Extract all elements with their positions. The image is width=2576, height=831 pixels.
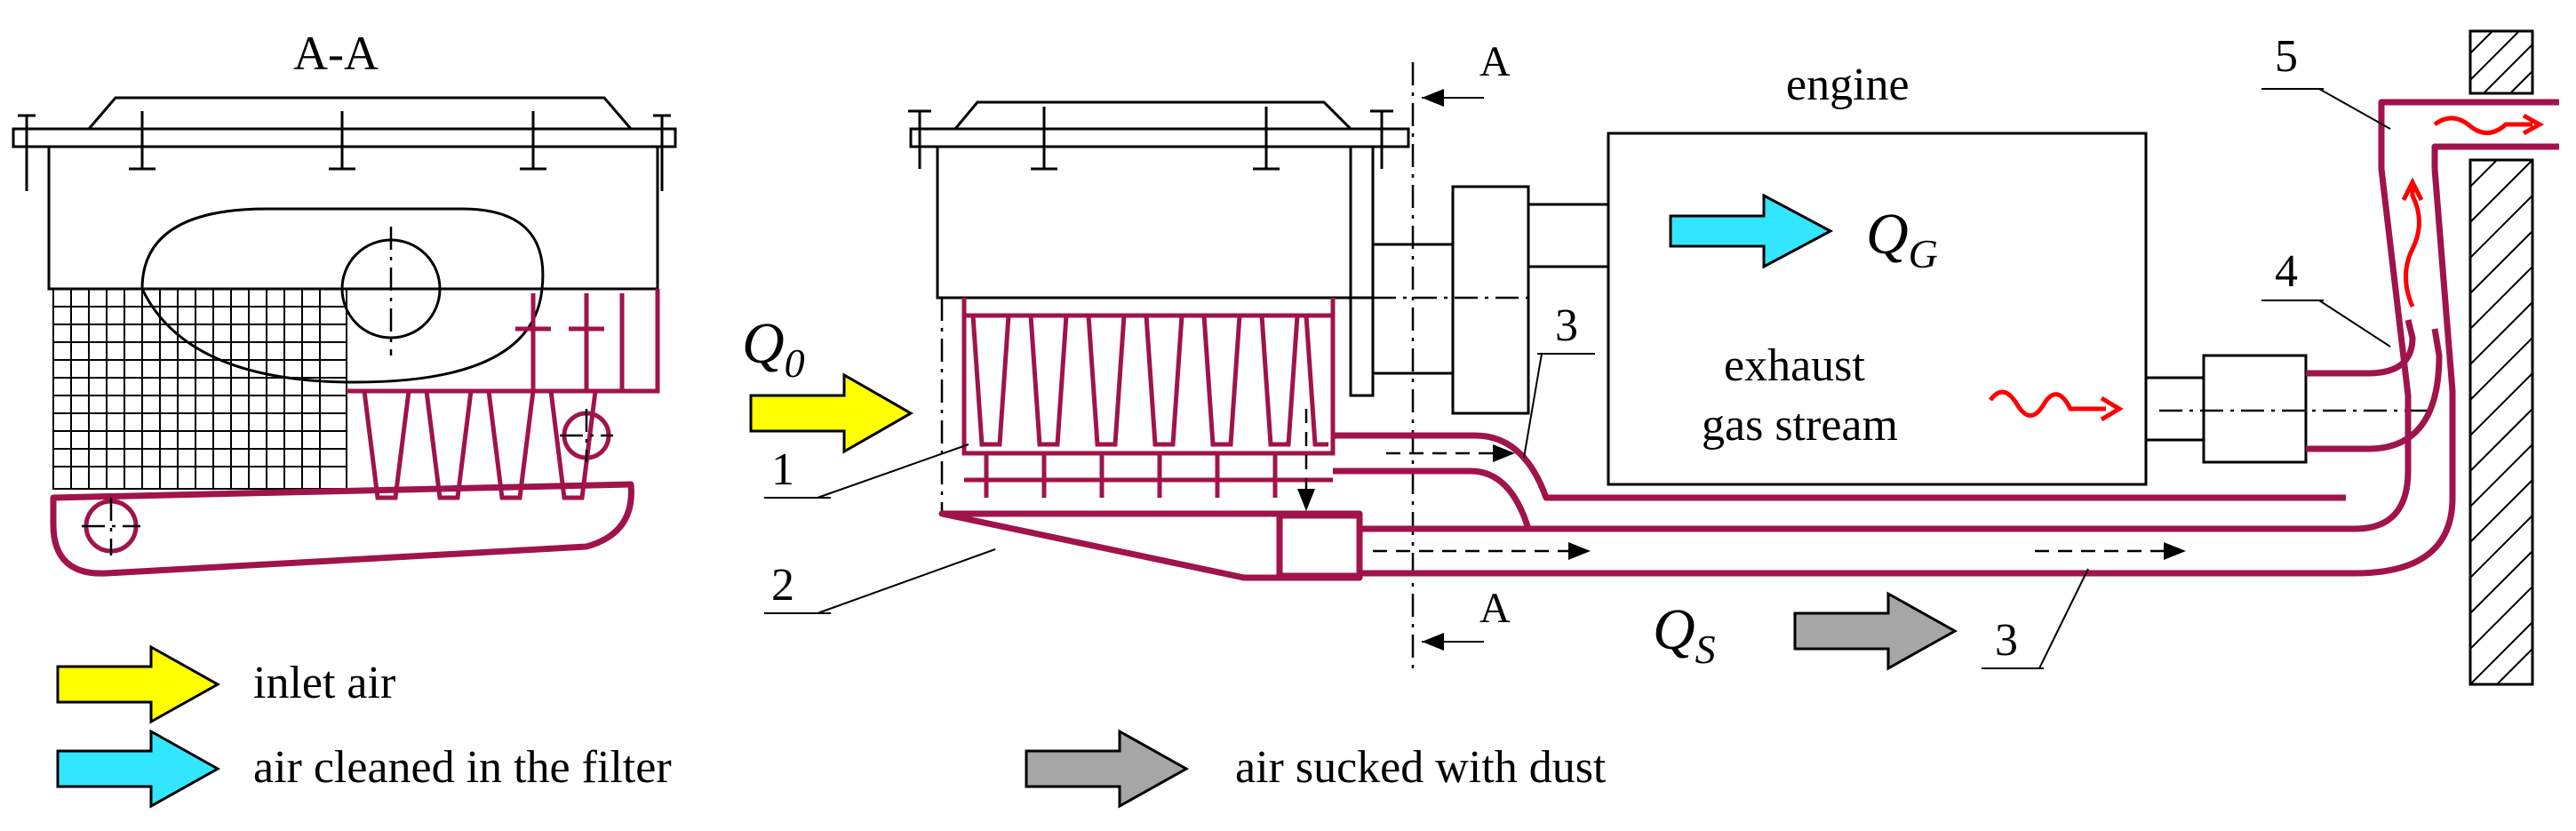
callouts: 1 2 3 3 4 5 (764, 31, 2391, 669)
filter-housing (936, 145, 1375, 300)
suction-duct-riser-outer (2354, 168, 2456, 577)
callout-2: 2 (771, 560, 794, 611)
section-line-a-a: A A (1411, 38, 1511, 675)
callout-4: 4 (2275, 246, 2298, 297)
legend-cleaned-arrow (56, 729, 221, 809)
legend-inlet-label: inlet air (253, 658, 395, 708)
qs-symbol: QS (1653, 597, 1716, 672)
exhaust-muffler (2202, 354, 2308, 464)
section-view-a-a: A-A (12, 27, 677, 577)
stack-wave-arrowhead (2401, 177, 2424, 202)
stack-outlet-arrowhead (2522, 113, 2545, 136)
qg-base: Q (1866, 202, 1909, 267)
exhaust-flange (2144, 376, 2205, 442)
section-cyclone-cells (347, 289, 660, 500)
section-bolts (18, 111, 671, 191)
exhaust-wave-icon (1989, 389, 2106, 418)
section-filter-grid (52, 288, 347, 490)
inlet-air-arrow (749, 372, 914, 454)
filter-dust-tray (938, 510, 1363, 581)
stack-wave-icon (2404, 187, 2421, 308)
callout-5: 5 (2275, 31, 2298, 82)
filter-outlet-flange (1349, 145, 1375, 397)
suction-duct-upper (1333, 432, 2346, 501)
exhaust-stack (2378, 99, 2559, 147)
suction-duct-riser (2354, 147, 2412, 532)
exhaust-label-line2: gas stream (1702, 400, 1898, 451)
q0-base: Q (742, 311, 785, 376)
ejector-nozzle-lower (2306, 328, 2443, 452)
filter-lid (953, 100, 1352, 131)
legend-inlet-arrow (56, 644, 221, 724)
section-lid (87, 96, 633, 130)
callout-3-upper: 3 (1555, 300, 1578, 351)
legend-sucked-label: air sucked with dust (1235, 742, 1607, 793)
qg-symbol: QG (1866, 202, 1938, 276)
qs-base: Q (1653, 597, 1695, 662)
cleaned-air-flow: QG (1669, 193, 1938, 276)
legend-cleaned-label: air cleaned in the filter (253, 742, 672, 793)
callout-1: 1 (771, 444, 794, 495)
exhaust-label-line1: exhaust (1724, 340, 1865, 391)
wall (2468, 29, 2534, 686)
qs-sub: S (1695, 627, 1716, 672)
section-mark-top: A (1479, 38, 1511, 85)
ejector-nozzle (2306, 319, 2416, 377)
section-housing (47, 145, 659, 291)
legend-sucked-arrow (1025, 729, 1190, 809)
exhaust-stack-lower (2431, 143, 2559, 169)
wall-lower (2468, 158, 2534, 686)
suction-ducts (1333, 99, 2559, 577)
filter-top-plate (909, 127, 1410, 148)
suction-duct-upper-inner (1333, 467, 1532, 531)
section-outlet-dome (140, 207, 545, 384)
section-title: A-A (293, 27, 379, 80)
sucked-air-flow: QS (1653, 591, 1958, 672)
engine-body (1607, 132, 2148, 486)
stack-outlet-wave-icon (2433, 116, 2532, 135)
intake-connector (1451, 185, 1530, 415)
sucked-air-arrow (1793, 591, 1958, 671)
duct-flow-arrows (1297, 409, 2186, 560)
filter-bolts (908, 107, 1393, 171)
q0-sub: 0 (785, 340, 805, 386)
inlet-air-flow: Q0 (742, 311, 914, 454)
wall-upper (2468, 29, 2534, 95)
filter-dust-outlet (1276, 512, 1363, 579)
q0-symbol: Q0 (742, 311, 805, 386)
callout-3-lower: 3 (1995, 615, 2018, 666)
section-top-plate (12, 127, 677, 148)
filter-cyclone-cells (961, 298, 1336, 498)
filter-side-view (908, 100, 1610, 581)
exhaust-wave-arrowhead (2100, 396, 2124, 422)
section-mark-bottom: A (1479, 585, 1511, 632)
qg-sub: G (1909, 231, 1938, 276)
intake-neck (1527, 203, 1610, 268)
cleaned-air-arrow (1669, 193, 1834, 269)
section-dust-tray (50, 481, 634, 577)
legend: inlet air air cleaned in the filter air … (56, 644, 1607, 809)
engine-block: engine exhaust gas stream (1607, 60, 2435, 486)
engine-label: engine (1786, 60, 1910, 110)
